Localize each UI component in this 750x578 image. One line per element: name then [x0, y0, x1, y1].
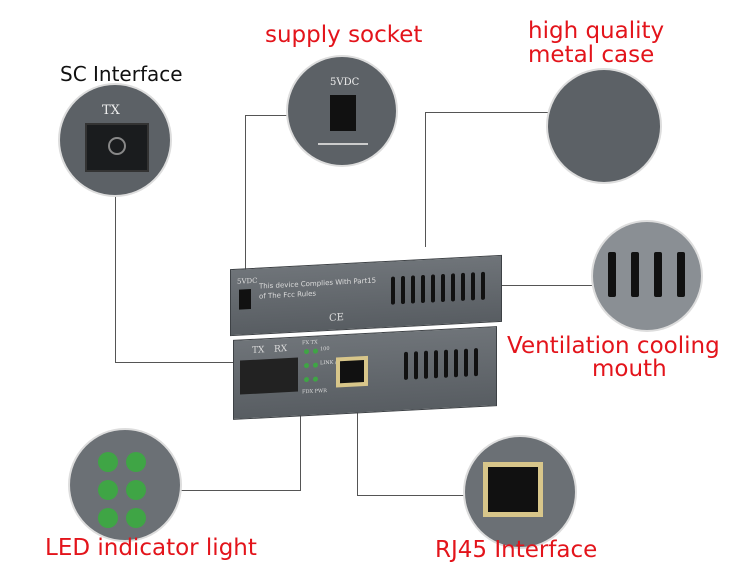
media-converter-bottom: TX RX FX TX 100 LINK /ACT FDX PWR: [233, 326, 497, 420]
rj45-closeup: [465, 437, 575, 547]
callout-line: [425, 112, 426, 247]
callout-line: [115, 362, 238, 363]
callout-line: [115, 195, 116, 363]
power-label: 5VDC: [237, 276, 258, 286]
callout-line: [300, 395, 301, 491]
callout-line: [497, 285, 597, 286]
callout-line: [425, 112, 550, 113]
ventilation-label-1: Ventilation cooling: [507, 333, 720, 359]
tx-text: TX: [252, 345, 265, 356]
ventilation-closeup: [593, 222, 701, 330]
supply-socket-label: supply socket: [265, 22, 423, 48]
callout-line: [357, 410, 358, 496]
metal-case-label-2: metal case: [528, 42, 655, 68]
led-label: 100: [320, 345, 330, 353]
led-label: LED indicator light: [45, 535, 257, 561]
metal-case-closeup: [548, 70, 660, 182]
callout-line: [245, 115, 290, 116]
sc-interface-label: SC Interface: [60, 62, 183, 86]
ventilation-label-2: mouth: [592, 356, 667, 382]
fcc-text: This device Complies With Part15: [259, 276, 377, 291]
callout-line: [180, 490, 301, 491]
ce-mark: CE: [329, 312, 344, 324]
led-closeup: [70, 430, 180, 540]
led-label: FX TX: [302, 339, 318, 347]
led-label: FDX PWR: [302, 387, 327, 396]
power-label: 5VDC: [330, 77, 360, 88]
callout-line: [245, 115, 246, 290]
rj45-label: RJ45 Interface: [435, 537, 598, 563]
rx-text: RX: [274, 344, 288, 355]
fcc-text: of The Fcc Rules: [259, 289, 317, 301]
metal-case-label-1: high quality: [528, 18, 665, 44]
supply-socket-closeup: 5VDC: [288, 57, 396, 165]
sc-interface-closeup: TX: [60, 85, 170, 195]
tx-text: TX: [102, 103, 120, 118]
rj45-port: [336, 355, 368, 388]
media-converter-top: 5VDC This device Complies With Part15 of…: [230, 254, 502, 337]
callout-line: [357, 495, 468, 496]
